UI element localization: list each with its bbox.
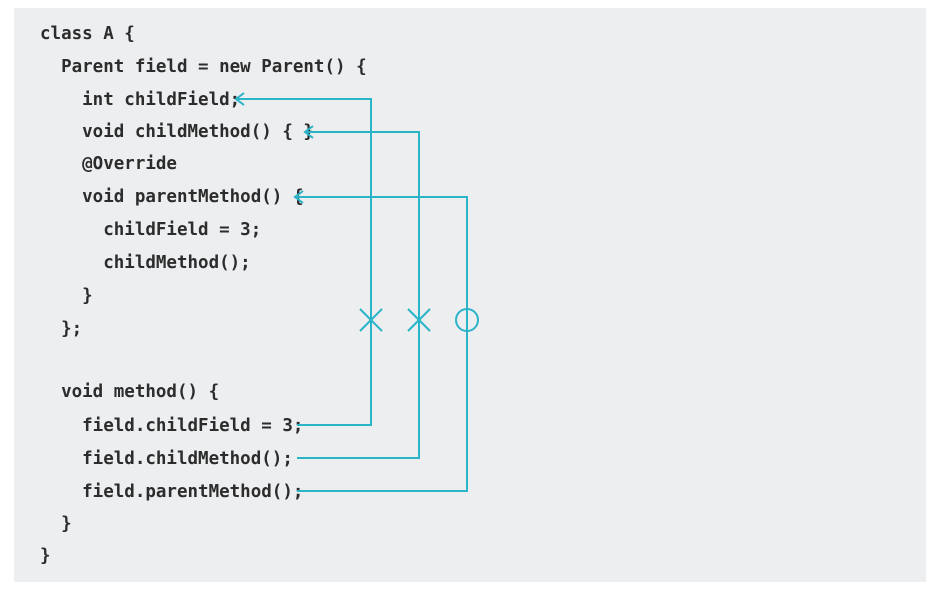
connector-child-method	[297, 131, 420, 459]
cross-icon-child-method	[407, 308, 431, 332]
code-line-field-parent-method: field.parentMethod();	[40, 482, 304, 502]
code-line-assign-child-field: childField = 3;	[40, 220, 262, 240]
code-line-close-anon-class: };	[40, 319, 83, 339]
code-line-field-decl: Parent field = new Parent() {	[40, 57, 367, 77]
code-line-class-decl: class A {	[40, 24, 135, 44]
code-line-field-child-method: field.childMethod();	[40, 449, 293, 469]
code-line-close-method-body: }	[40, 514, 72, 534]
code-line-call-child-method: childMethod();	[40, 253, 251, 273]
connector-parent-method	[295, 196, 468, 492]
arrowhead-child-method	[303, 125, 314, 139]
code-line-child-method: void childMethod() { }	[40, 122, 314, 142]
code-line-override: @Override	[40, 154, 177, 174]
code-line-method-decl: void method() {	[40, 382, 220, 402]
circle-icon-parent-method	[455, 308, 479, 332]
code-panel	[14, 8, 926, 582]
arrowhead-child-field	[234, 92, 245, 106]
arrowhead-parent-method	[293, 190, 304, 204]
code-line-close-class: }	[40, 546, 51, 566]
connector-child-field	[236, 98, 372, 426]
code-line-field-child-field: field.childField = 3;	[40, 416, 304, 436]
code-line-close-method: }	[40, 286, 93, 306]
code-line-child-field: int childField;	[40, 90, 241, 110]
cross-icon-child-field	[359, 308, 383, 332]
